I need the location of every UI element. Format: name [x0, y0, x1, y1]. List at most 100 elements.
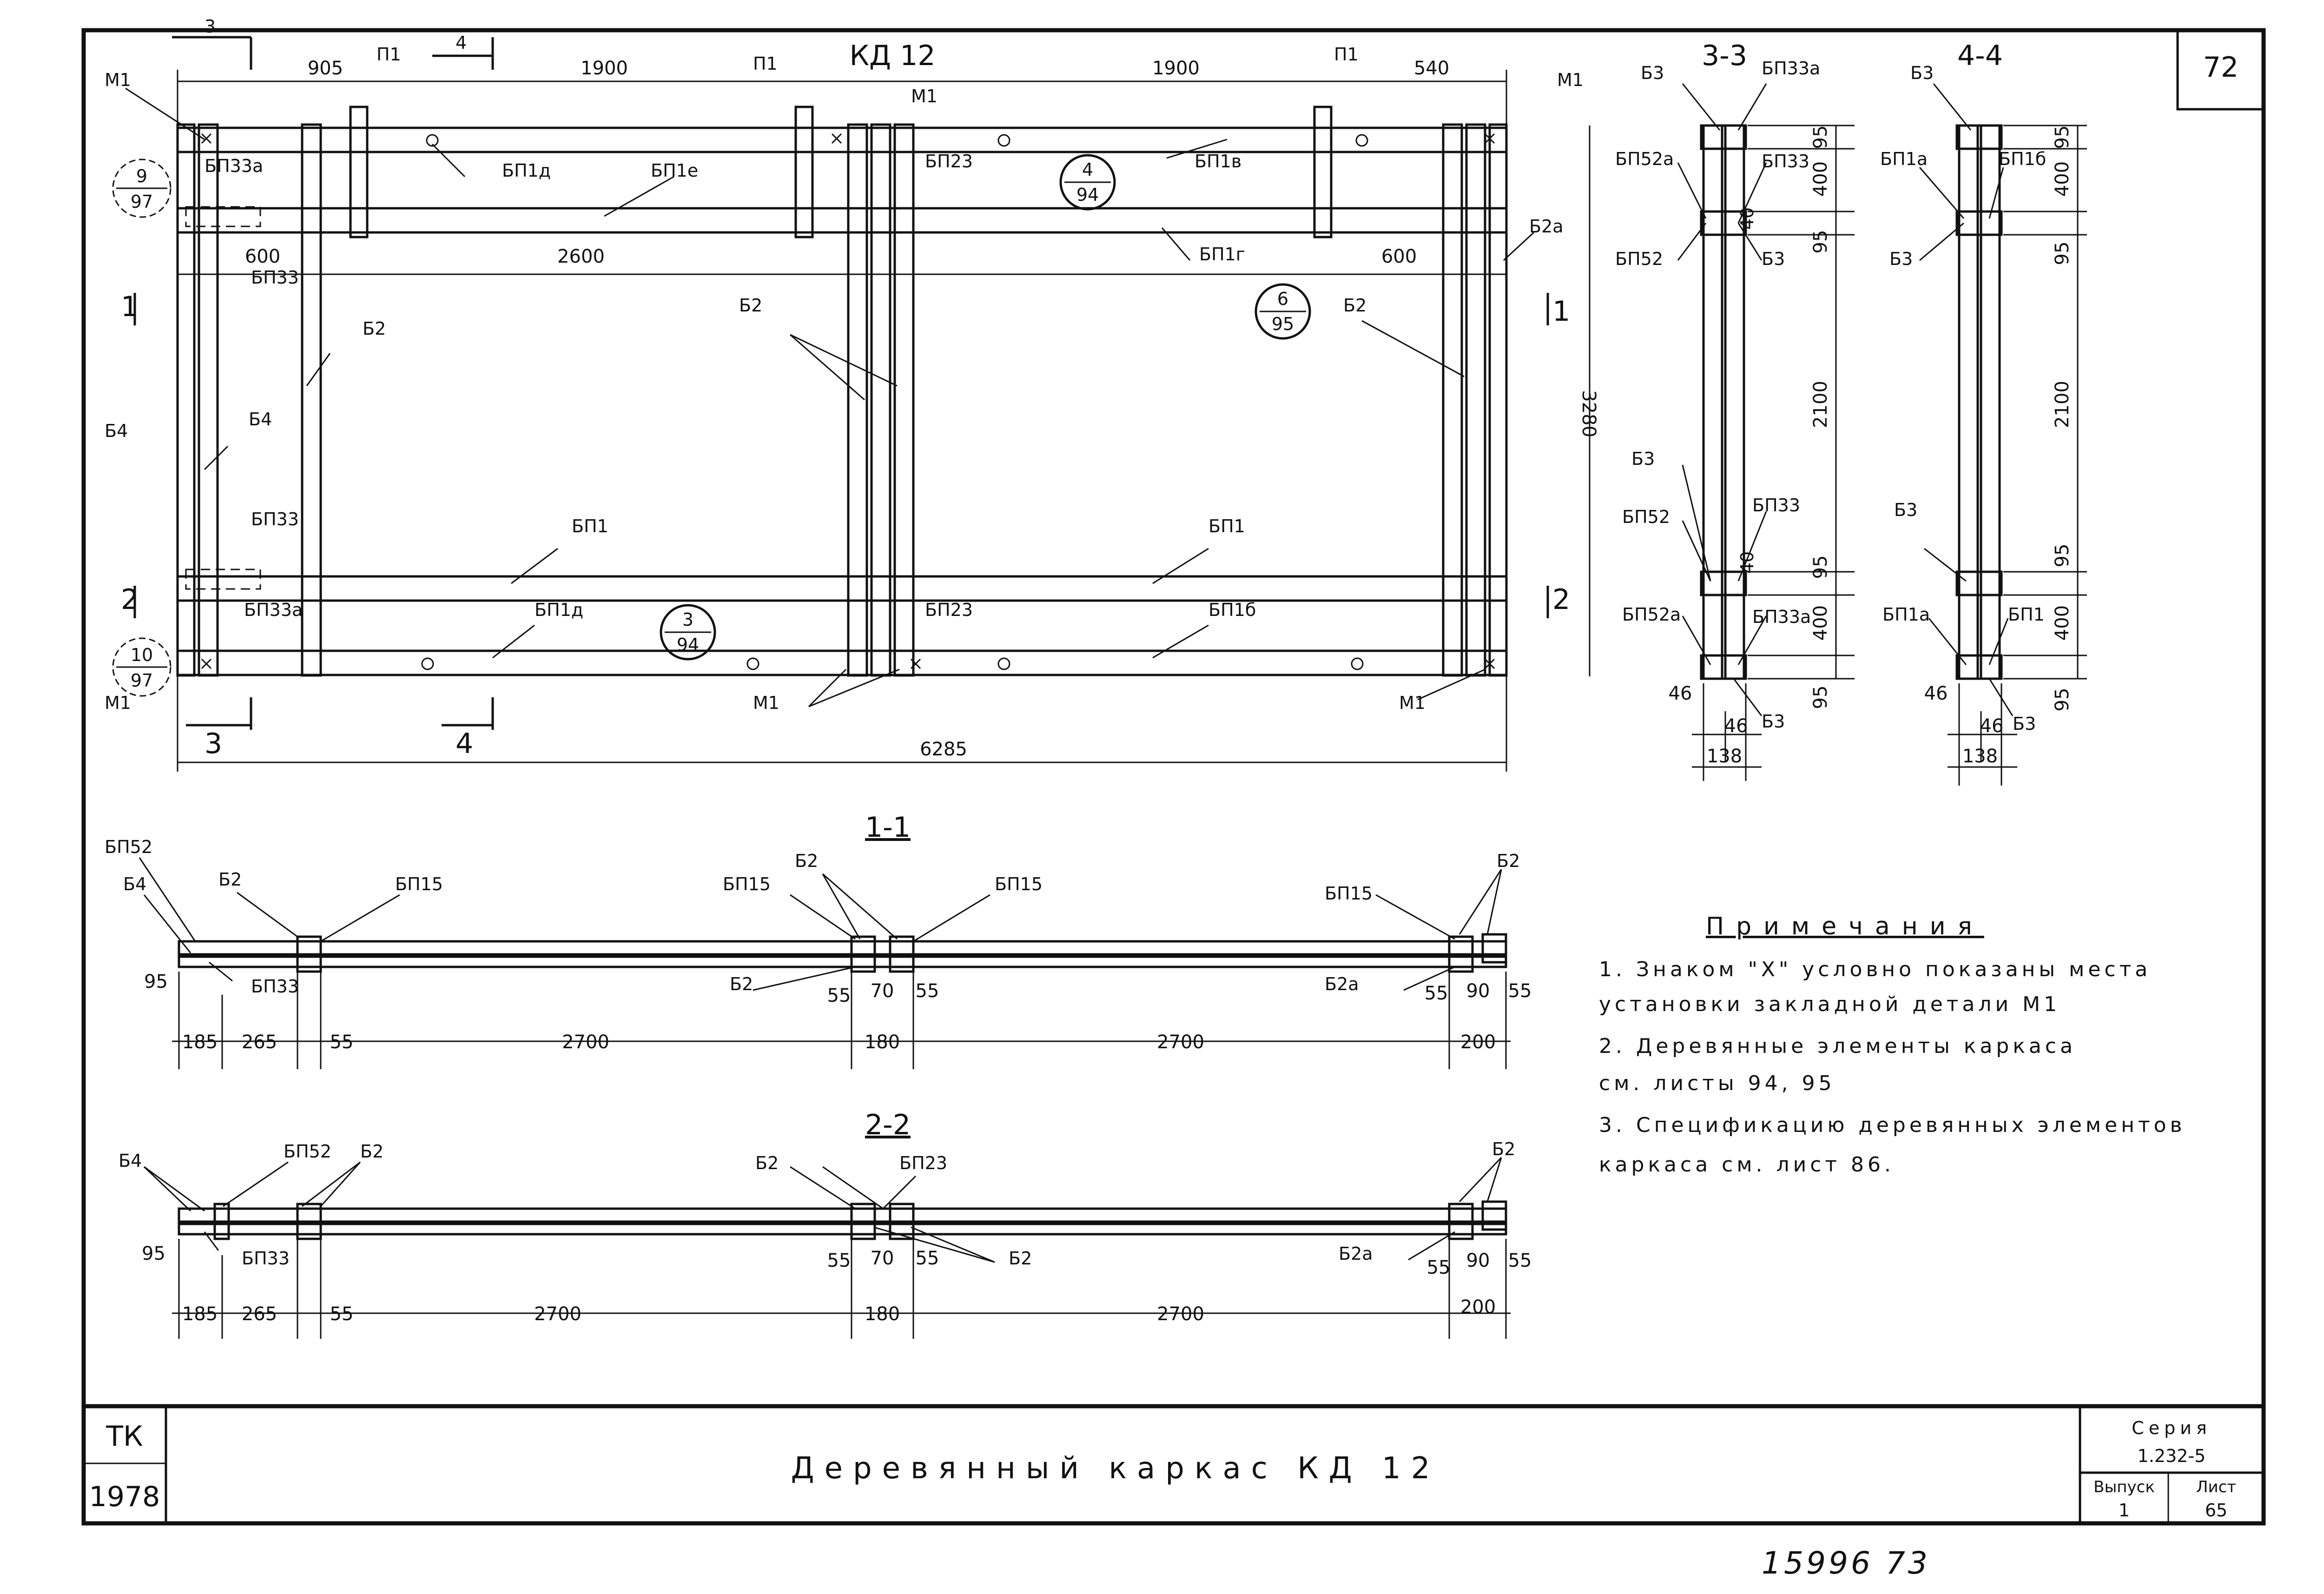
dim-600-left: 600	[245, 246, 280, 267]
dim-1900-b: 1900	[1152, 58, 1200, 79]
detail-callout-4-94: 4 94	[1059, 154, 1116, 211]
sec44-dim-2100: 2100	[2052, 381, 2073, 428]
sec44-label-b3-lower: Б3	[1894, 500, 1917, 520]
sec33-dim-46-left: 46	[1669, 683, 1692, 704]
sec22-dim-180: 180	[865, 1303, 900, 1325]
svg-text:94: 94	[677, 635, 699, 655]
sec44-label-b3-top: Б3	[1910, 63, 1934, 83]
sec33-dim-40-top: 40	[1737, 207, 1757, 230]
sec11-dim-55-a: 55	[330, 1032, 354, 1053]
sec11-label-b2a: Б2а	[1325, 974, 1359, 994]
sec11-dim-55-c: 55	[916, 980, 939, 1002]
sec11-label-b2-center: Б2	[795, 851, 818, 871]
sec11-dim-55-d: 55	[1425, 983, 1448, 1004]
sec33-label-bp52-top: БП52	[1615, 249, 1663, 269]
sheet-frame	[81, 28, 2266, 1526]
cut-mark-4-top: 4	[456, 33, 467, 53]
section-3-3	[1677, 83, 1855, 781]
section-3-3-heading: 3-3	[1702, 40, 1747, 72]
detail-callout-3-94: 3 94	[660, 604, 716, 661]
notes-line-3: 2. Деревянные элементы каркаса	[1599, 1034, 2076, 1058]
sec22-dim-55-d: 55	[1427, 1257, 1451, 1278]
detail-callout-6-95: 6 95	[1254, 283, 1311, 340]
sec22-dim-95: 95	[142, 1243, 165, 1264]
sec33-label-bp52a-bottom: БП52а	[1622, 604, 1681, 625]
section-1-1	[139, 857, 1511, 1069]
sec22-dim-55-b: 55	[827, 1250, 851, 1271]
page-corner-number: 72	[2203, 51, 2238, 84]
cut-mark-3-bottom: 3	[205, 728, 222, 760]
sec33-dim-95-1: 95	[1810, 126, 1831, 149]
stamp-tk: ТК	[106, 1420, 143, 1453]
label-m1-top-center: М1	[911, 86, 938, 106]
sec22-dim-185: 185	[182, 1303, 218, 1325]
sec11-label-bp15-left: БП15	[395, 874, 443, 894]
issue-label: Выпуск	[2093, 1478, 2155, 1496]
label-m1-bottom-center: М1	[753, 693, 779, 713]
sec11-label-b2-right: Б2	[1497, 851, 1520, 871]
label-bp1d-top: БП1д	[502, 160, 551, 181]
label-p1-2: П1	[753, 53, 778, 74]
sec22-label-b2-center: Б2	[755, 1153, 779, 1173]
cut-mark-2-left: 2	[121, 583, 139, 616]
sec33-label-bp33a-top: БП33а	[1762, 58, 1820, 79]
section-2-2-heading: 2-2	[865, 1109, 911, 1141]
cut-mark-4-bottom: 4	[456, 728, 473, 760]
label-m1-bottom-right: М1	[1399, 693, 1426, 713]
sec22-dim-2700-b: 2700	[1157, 1303, 1204, 1325]
sec33-dim-400-2: 400	[1810, 605, 1831, 641]
sec33-label-bp33-bottom: БП33	[1752, 495, 1800, 516]
label-b2-center: Б2	[739, 295, 762, 316]
label-bp23-bottom: БП23	[925, 600, 973, 620]
issue-value: 1	[2119, 1500, 2130, 1521]
cut-mark-3-top: 3	[205, 16, 216, 37]
label-bp33a-bottom: БП33а	[244, 600, 303, 620]
svg-text:9: 9	[136, 166, 147, 186]
handwritten-footer: 15996 73	[1762, 1545, 1930, 1581]
label-b2a-plan: Б2а	[1529, 216, 1564, 237]
sec33-dim-95-2: 95	[1810, 230, 1831, 254]
sec44-dim-95-2: 95	[2052, 242, 2073, 265]
dim-3280: 3280	[1578, 390, 1599, 437]
sec11-label-bp15-c2: БП15	[995, 874, 1043, 894]
sec22-label-b2-right: Б2	[1492, 1139, 1515, 1159]
svg-text:10: 10	[131, 645, 153, 665]
sec11-label-b2-lower: Б2	[730, 974, 753, 994]
stamp-year: 1978	[89, 1481, 160, 1513]
notes-line-1: 1. Знаком "X" условно показаны места	[1599, 958, 2151, 981]
section-2-2	[143, 1157, 1511, 1339]
sec33-label-bp33-top: БП33	[1762, 151, 1809, 172]
sec22-label-bp23: БП23	[899, 1153, 947, 1173]
sec33-label-b3-bottom: Б3	[1762, 711, 1785, 732]
sec33-label-bp33a-bottom: БП33а	[1752, 607, 1811, 627]
plan-heading: КД 12	[850, 40, 936, 72]
dim-540: 540	[1414, 58, 1449, 79]
svg-text:97: 97	[131, 192, 153, 212]
dim-1900-a: 1900	[581, 58, 628, 79]
series-value: 1.232-5	[2138, 1446, 2206, 1466]
drawing-title: Деревянный каркас КД 12	[791, 1451, 1440, 1486]
sec11-dim-2700-b: 2700	[1157, 1032, 1204, 1053]
sec44-dim-138: 138	[1962, 746, 1998, 767]
sec44-label-bp1a-top: БП1а	[1880, 149, 1928, 169]
plan-view	[125, 36, 1591, 772]
section-1-1-heading: 1-1	[865, 811, 911, 844]
sec33-dim-2100: 2100	[1810, 381, 1831, 428]
cut-mark-1-left: 1	[121, 291, 139, 323]
sec44-dim-95-3: 95	[2052, 544, 2073, 568]
sec11-dim-180: 180	[865, 1032, 900, 1053]
sec22-dim-265: 265	[242, 1303, 277, 1325]
sec11-dim-185: 185	[182, 1032, 218, 1053]
label-bp1g: БП1г	[1199, 244, 1245, 265]
sec11-dim-90: 90	[1466, 980, 1490, 1002]
label-b4-outer: Б4	[105, 421, 128, 441]
label-bp23-top: БП23	[925, 151, 973, 172]
sec11-dim-55-b: 55	[827, 985, 851, 1006]
label-bp33-bottom: БП33	[251, 509, 299, 529]
svg-text:6: 6	[1277, 289, 1288, 309]
sec22-dim-200: 200	[1460, 1296, 1496, 1318]
sec22-dim-55-e: 55	[1508, 1250, 1532, 1271]
label-b2-left: Б2	[363, 318, 386, 339]
sec11-label-b4: Б4	[123, 874, 146, 894]
